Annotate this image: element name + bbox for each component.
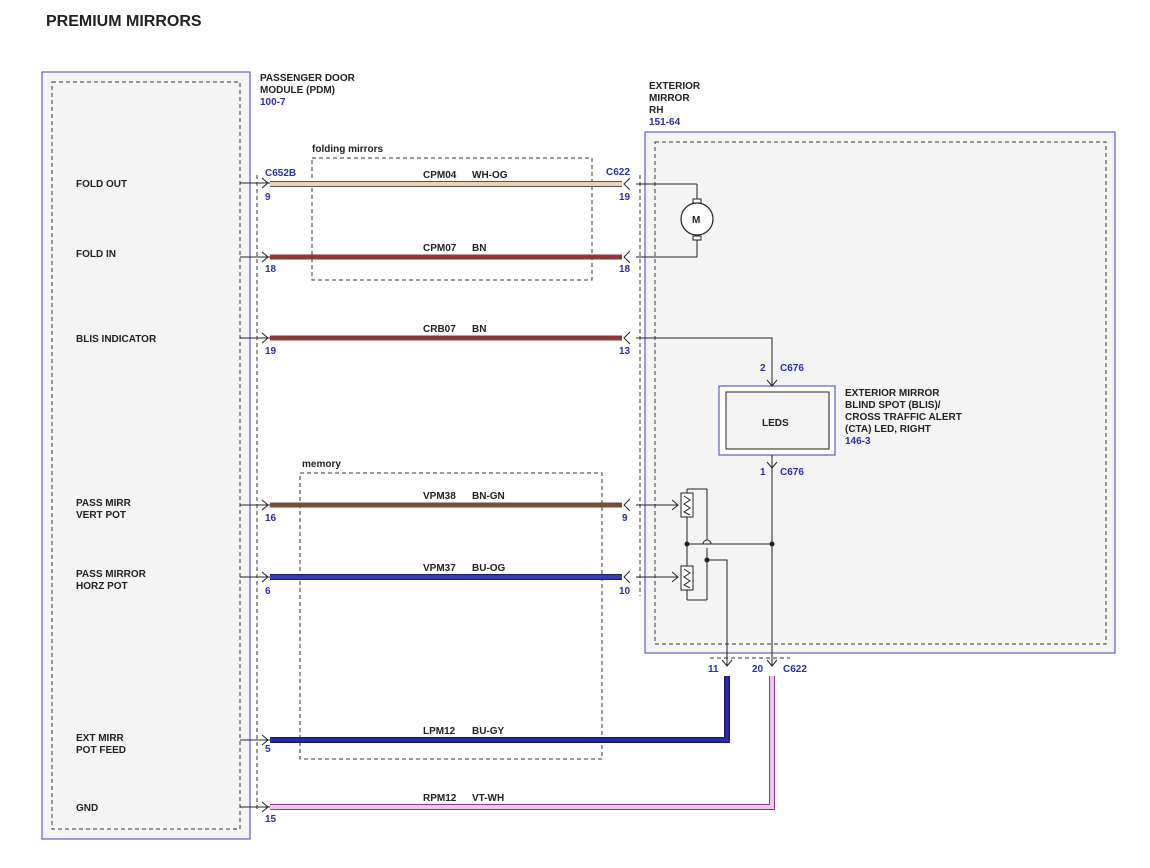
wire-color-lpm12: BU-GY [472, 726, 505, 737]
pdm-pin-arrows [240, 177, 270, 813]
pdm-pin-vert: 16 [265, 513, 277, 524]
pdm-module-box [41, 71, 251, 840]
mirror-pin-gnd: 20 [752, 664, 764, 675]
horz-potentiometer-icon [636, 565, 707, 601]
memory-group-label: memory [302, 459, 341, 470]
mirror-pin-horz: 10 [619, 586, 631, 597]
wire-color-vpm38: BN-GN [472, 491, 505, 502]
page-title: PREMIUM MIRRORS [46, 13, 202, 30]
blis-signal-path [636, 337, 778, 667]
pdm-pin-fold-in: 18 [265, 264, 277, 275]
mirror-pin-feed: 11 [708, 664, 719, 675]
pdm-connector-id: C652B [265, 168, 296, 179]
blis-led-name-line4: (CTA) LED, RIGHT [845, 424, 931, 435]
mirror-pin-fold-out: 19 [619, 192, 631, 203]
mirror-ref: 151-64 [649, 117, 681, 128]
pdm-label-pot-feed-2: POT FEED [76, 745, 126, 756]
mirror-pin-arrows [623, 177, 631, 584]
wire-circuit-crb07: CRB07 [423, 324, 456, 335]
wire-circuit-vpm38: VPM38 [423, 491, 456, 502]
blis-led-name-line3: CROSS TRAFFIC ALERT [845, 412, 962, 423]
pdm-label-horz-pot-1: PASS MIRROR [76, 569, 147, 580]
mirror-internal-wiring [684, 489, 775, 667]
motor-label: M [692, 215, 700, 226]
wire-color-cpm07: BN [472, 243, 486, 254]
folding-mirrors-group-box [311, 157, 593, 281]
blis-led-pin-bottom: 1 [760, 467, 766, 478]
mirror-pin-fold-in: 18 [619, 264, 631, 275]
fold-motor-icon [636, 183, 714, 258]
mirror-pin-vert: 9 [622, 513, 628, 524]
pdm-name-line2: MODULE (PDM) [260, 85, 335, 96]
mirror-name-line1: EXTERIOR [649, 81, 701, 92]
pdm-label-vert-pot-1: PASS MIRR [76, 498, 132, 509]
blis-led-connector-top: C676 [780, 363, 804, 374]
blis-led-name-line2: BLIND SPOT (BLIS)/ [845, 400, 941, 411]
wire-color-rpm12: VT-WH [472, 793, 504, 804]
mirror-pin-blis: 13 [619, 346, 631, 357]
pdm-label-gnd: GND [76, 803, 98, 814]
blis-led-connector-bottom: C676 [780, 467, 804, 478]
wire-rpm12 [270, 676, 775, 810]
pdm-pin-horz: 6 [265, 586, 271, 597]
wire-color-cpm04: WH-OG [472, 170, 508, 181]
wire-lpm12 [270, 676, 730, 743]
wire-circuit-rpm12: RPM12 [423, 793, 457, 804]
mirror-connector-id-bottom: C622 [783, 664, 807, 675]
wire-circuit-lpm12: LPM12 [423, 726, 456, 737]
pdm-label-fold-in: FOLD IN [76, 249, 116, 260]
wire-circuit-cpm04: CPM04 [423, 170, 457, 181]
mirror-name-line3: RH [649, 105, 663, 116]
blis-led-pin-top: 2 [760, 363, 766, 374]
blis-led-box-label: LEDS [762, 418, 789, 429]
wire-circuit-cpm07: CPM07 [423, 243, 457, 254]
mirror-name-line2: MIRROR [649, 93, 690, 104]
pdm-label-vert-pot-2: VERT POT [76, 510, 126, 521]
pdm-label-fold-out: FOLD OUT [76, 179, 127, 190]
pdm-name-line1: PASSENGER DOOR [260, 73, 356, 84]
pdm-pin-fold-out: 9 [265, 192, 271, 203]
wire-circuit-vpm37: VPM37 [423, 563, 456, 574]
pdm-ref: 100-7 [260, 97, 286, 108]
blis-led-ref: 146-3 [845, 436, 871, 447]
mirror-connector-id-top: C622 [606, 167, 630, 178]
pdm-label-pot-feed-1: EXT MIRR [76, 733, 125, 744]
pdm-label-blis-indicator: BLIS INDICATOR [76, 334, 157, 345]
blis-led-module [718, 385, 836, 456]
wire-color-vpm37: BU-OG [472, 563, 506, 574]
folding-mirrors-group-label: folding mirrors [312, 144, 384, 155]
blis-led-name-line1: EXTERIOR MIRROR [845, 388, 940, 399]
pdm-pin-feed: 5 [265, 744, 271, 755]
pdm-pin-gnd: 15 [265, 814, 277, 825]
memory-group-box [299, 472, 603, 760]
pdm-label-horz-pot-2: HORZ POT [76, 581, 128, 592]
exterior-mirror-inner-box [654, 141, 1107, 645]
pdm-inner-dashed-box [51, 81, 241, 830]
pdm-pin-blis: 19 [265, 346, 277, 357]
wire-color-crb07: BN [472, 324, 486, 335]
